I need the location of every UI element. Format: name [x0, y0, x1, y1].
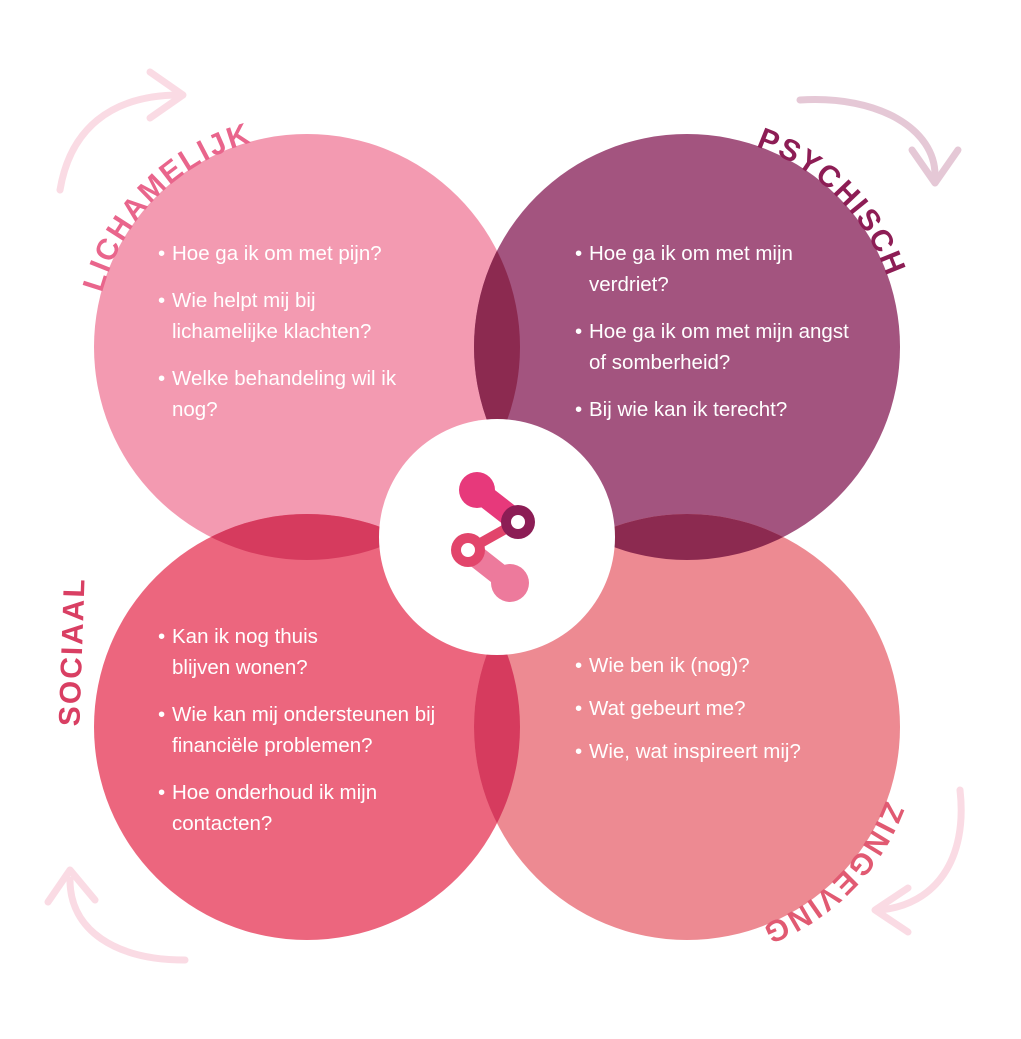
question-item: Wie kan mij ondersteunen bij financiële …	[158, 699, 477, 761]
question-item: Wat gebeurt me?	[575, 693, 875, 724]
questions-lichamelijk: Hoe ga ik om met pijn? Wie helpt mij bij…	[158, 238, 458, 441]
question-item: Kan ik nog thuis blijven wonen?	[158, 621, 372, 683]
cycle-arrows	[44, 68, 965, 964]
label-sociaal: SOCIAAL	[53, 577, 91, 727]
question-item: Welke behandeling wil ik nog?	[158, 363, 402, 425]
arrow-top-left-icon	[56, 68, 187, 194]
arrow-top-right-icon	[796, 96, 962, 187]
question-item: Hoe ga ik om met mijn angst of somberhei…	[575, 316, 854, 378]
circle-zingeving	[474, 514, 900, 940]
arrow-bottom-right-icon	[871, 786, 965, 936]
question-item: Bij wie kan ik terecht?	[575, 394, 865, 425]
question-item: Hoe ga ik om met mijn verdriet?	[575, 238, 854, 300]
question-item: Hoe ga ik om met pijn?	[158, 238, 458, 269]
questions-psychisch: Hoe ga ik om met mijn verdriet? Hoe ga i…	[575, 238, 865, 441]
question-item: Hoe onderhoud ik mijn contacten?	[158, 777, 452, 839]
question-item: Wie ben ik (nog)?	[575, 650, 875, 681]
arrow-bottom-left-icon	[44, 866, 189, 964]
question-item: Wie, wat inspireert mij?	[575, 736, 875, 767]
questions-sociaal: Kan ik nog thuis blijven wonen? Wie kan …	[158, 621, 478, 855]
question-item: Wie helpt mij bij lichamelijke klachten?	[158, 285, 422, 347]
network-nodes-logo-icon	[451, 472, 535, 602]
questions-zingeving: Wie ben ik (nog)? Wat gebeurt me? Wie, w…	[575, 650, 875, 783]
